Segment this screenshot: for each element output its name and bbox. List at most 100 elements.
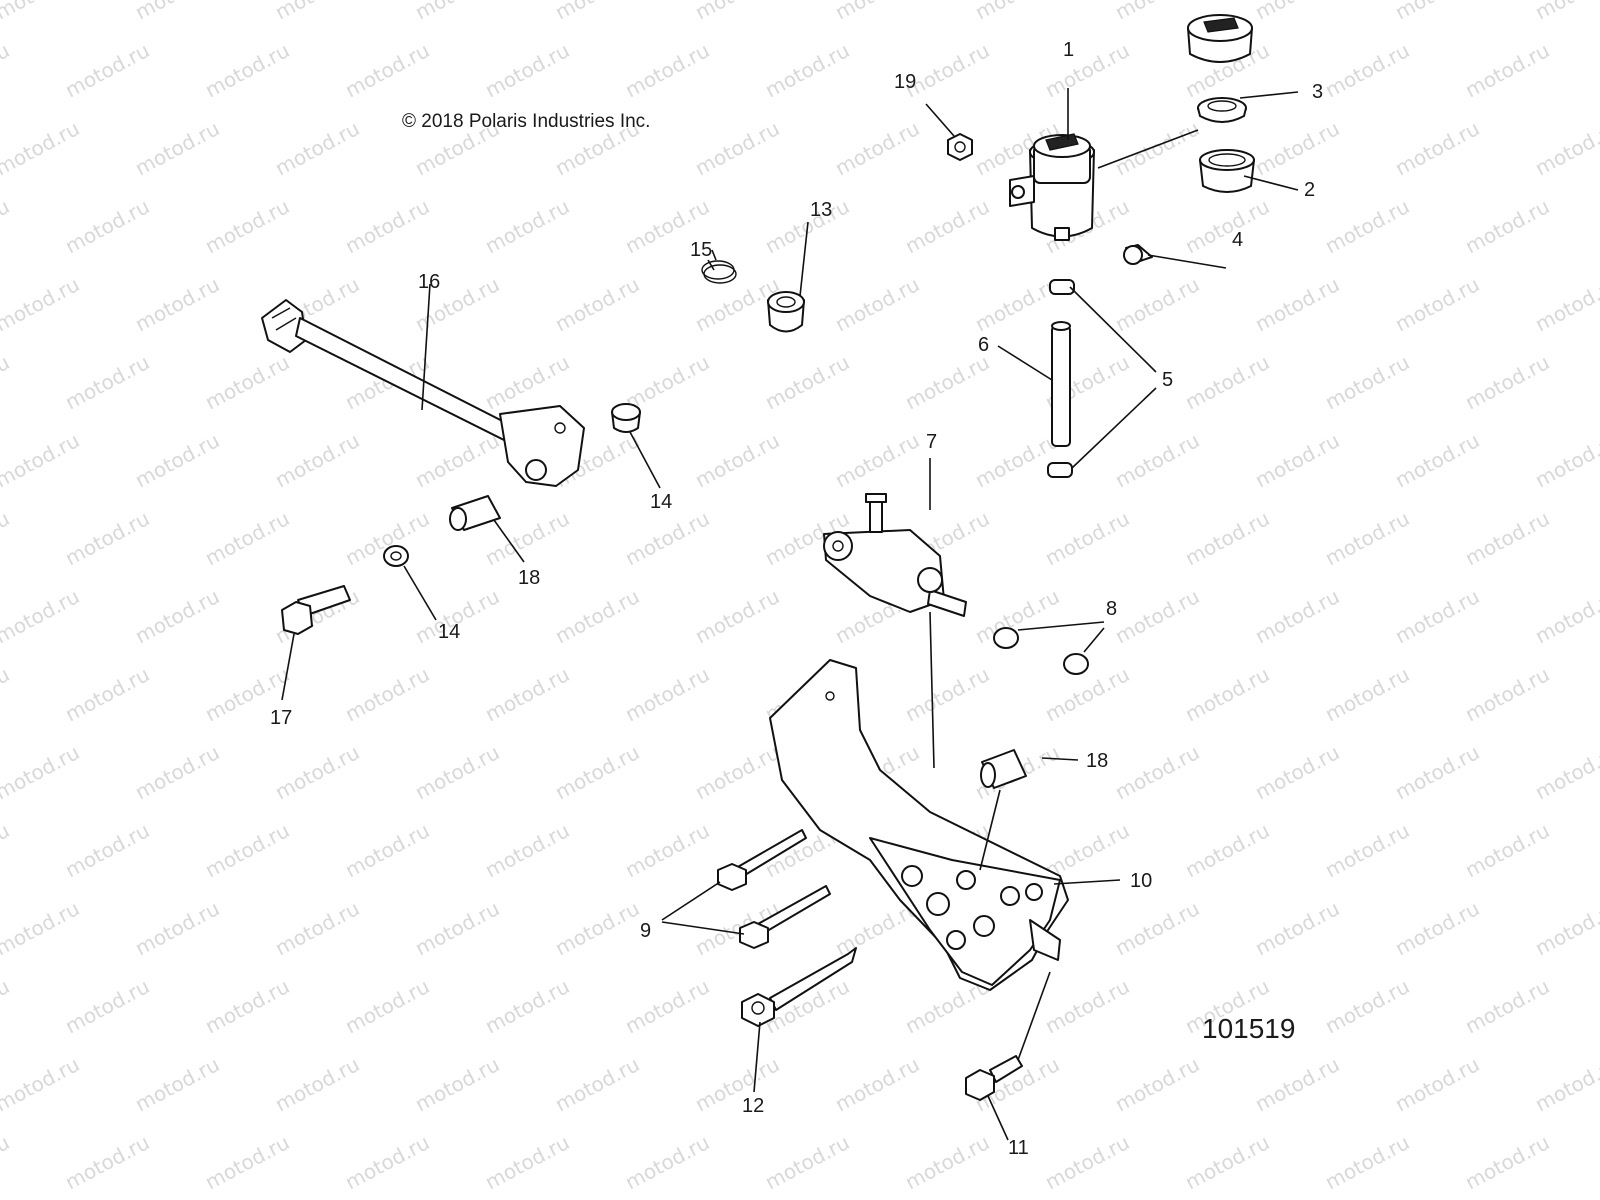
watermark-text: motod.ru — [621, 38, 713, 102]
leader-lines — [281, 88, 1299, 1141]
watermark-text: motod.ru — [1461, 350, 1553, 414]
watermark-text: motod.ru — [1111, 116, 1203, 180]
watermark-text: motod.ru — [1181, 194, 1273, 258]
callout-11: 11 — [1008, 1137, 1029, 1159]
hose-part — [1051, 321, 1071, 447]
watermark-text: motod.ru — [901, 662, 993, 726]
watermark-text: motod.ru — [1391, 896, 1483, 960]
watermark-text: motod.ru — [1391, 272, 1483, 336]
watermark-text: motod.ru — [201, 506, 293, 570]
bolt-12-part — [741, 947, 857, 1027]
watermark-text: motod.ru — [1321, 350, 1413, 414]
watermark-text: motod.ru — [1531, 584, 1600, 648]
watermark-text: motod.ru — [621, 506, 713, 570]
small-bolt-part — [1123, 244, 1153, 265]
watermark-text: motod.ru — [831, 428, 923, 492]
watermark-text: motod.ru — [691, 740, 783, 804]
callout-16: 16 — [418, 271, 440, 293]
watermark-text: motod.ru — [691, 0, 783, 24]
watermark-text: motod.ru — [1111, 1052, 1203, 1116]
watermark-text: motod.ru — [201, 818, 293, 882]
watermark-text: motod.ru — [1251, 0, 1343, 24]
watermark-text: motod.ru — [0, 506, 13, 570]
watermark-text: motod.ru — [1251, 1052, 1343, 1116]
watermark-text: motod.ru — [271, 428, 363, 492]
bolt-9-part — [717, 829, 831, 949]
callout-4: 4 — [1232, 229, 1243, 251]
watermark-text: motod.ru — [0, 194, 13, 258]
callout-7: 7 — [926, 431, 937, 453]
watermark-text: motod.ru — [551, 740, 643, 804]
watermark-text: motod.ru — [831, 0, 923, 24]
watermark-text: motod.ru — [621, 818, 713, 882]
watermark-text: motod.ru — [0, 38, 13, 102]
watermark-text: motod.ru — [1391, 584, 1483, 648]
watermark-text: motod.ru — [271, 0, 363, 24]
watermark-text: motod.ru — [1111, 272, 1203, 336]
watermark-text: motod.ru — [0, 662, 13, 726]
watermark-text: motod.ru — [1321, 506, 1413, 570]
watermark-text: motod.ru — [271, 1052, 363, 1116]
callout-18-lower: 18 — [1086, 750, 1108, 772]
watermark-text: motod.ru — [1531, 740, 1600, 804]
watermark-text: motod.ru — [201, 350, 293, 414]
watermark-text: motod.ru — [481, 1130, 573, 1194]
watermark-text: motod.ru — [691, 428, 783, 492]
watermark-text: motod.ru — [0, 896, 83, 960]
watermark-text: motod.ru — [901, 350, 993, 414]
callout-2: 2 — [1304, 179, 1315, 201]
watermark-text: motod.ru — [621, 1130, 713, 1194]
nut-19-part — [947, 133, 973, 161]
watermark-text: motod.ru — [201, 1130, 293, 1194]
watermark-text: motod.ru — [411, 1052, 503, 1116]
callout-12: 12 — [742, 1095, 764, 1117]
callout-17: 17 — [270, 707, 292, 729]
watermark-text: motod.ru — [341, 818, 433, 882]
watermark-text: motod.ru — [1181, 662, 1273, 726]
watermark-text: motod.ru — [761, 1130, 853, 1194]
watermark-text: motod.ru — [61, 38, 153, 102]
callout-1: 1 — [1063, 39, 1074, 61]
watermark-text: motod.ru — [1461, 662, 1553, 726]
watermark-text: motod.ru — [691, 584, 783, 648]
watermark-text: motod.ru — [1391, 0, 1483, 24]
callout-8: 8 — [1106, 598, 1117, 620]
watermark-text: motod.ru — [1181, 1130, 1273, 1194]
callout-19: 19 — [894, 71, 916, 93]
callout-9: 9 — [640, 920, 651, 942]
callout-6: 6 — [978, 334, 989, 356]
watermark-text: motod.ru — [1251, 428, 1343, 492]
brake-lever-part — [261, 299, 585, 487]
watermark-text: motod.ru — [411, 0, 503, 24]
callout-13: 13 — [810, 199, 832, 221]
diaphragm-part — [1197, 97, 1247, 123]
master-cylinder-part — [823, 493, 967, 617]
watermark-text: motod.ru — [1111, 584, 1203, 648]
watermark-text: motod.ru — [0, 818, 13, 882]
watermark-text: motod.ru — [761, 350, 853, 414]
watermark-text: motod.ru — [1321, 1130, 1413, 1194]
watermark-text: motod.ru — [1041, 974, 1133, 1038]
watermark-text: motod.ru — [1461, 818, 1553, 882]
watermark-text: motod.ru — [1041, 506, 1133, 570]
watermark-text: motod.ru — [1461, 506, 1553, 570]
watermark-text: motod.ru — [1251, 272, 1343, 336]
watermark-text: motod.ru — [481, 974, 573, 1038]
callout-15: 15 — [690, 239, 712, 261]
watermark-text: motod.ru — [1461, 974, 1553, 1038]
watermark-text: motod.ru — [1111, 896, 1203, 960]
watermark-text: motod.ru — [131, 428, 223, 492]
watermark-text: motod.ru — [481, 818, 573, 882]
watermark-text: motod.ru — [481, 194, 573, 258]
callout-10: 10 — [1130, 870, 1152, 892]
watermark-text: motod.ru — [1041, 38, 1133, 102]
watermark-text: motod.ru — [131, 584, 223, 648]
watermark-text: motod.ru — [1251, 740, 1343, 804]
watermark-text: motod.ru — [1041, 1130, 1133, 1194]
watermark-text: motod.ru — [61, 194, 153, 258]
spring-part — [701, 249, 737, 284]
watermark-text: motod.ru — [831, 116, 923, 180]
watermark-text: motod.ru — [341, 194, 433, 258]
reservoir-part — [1009, 133, 1095, 241]
